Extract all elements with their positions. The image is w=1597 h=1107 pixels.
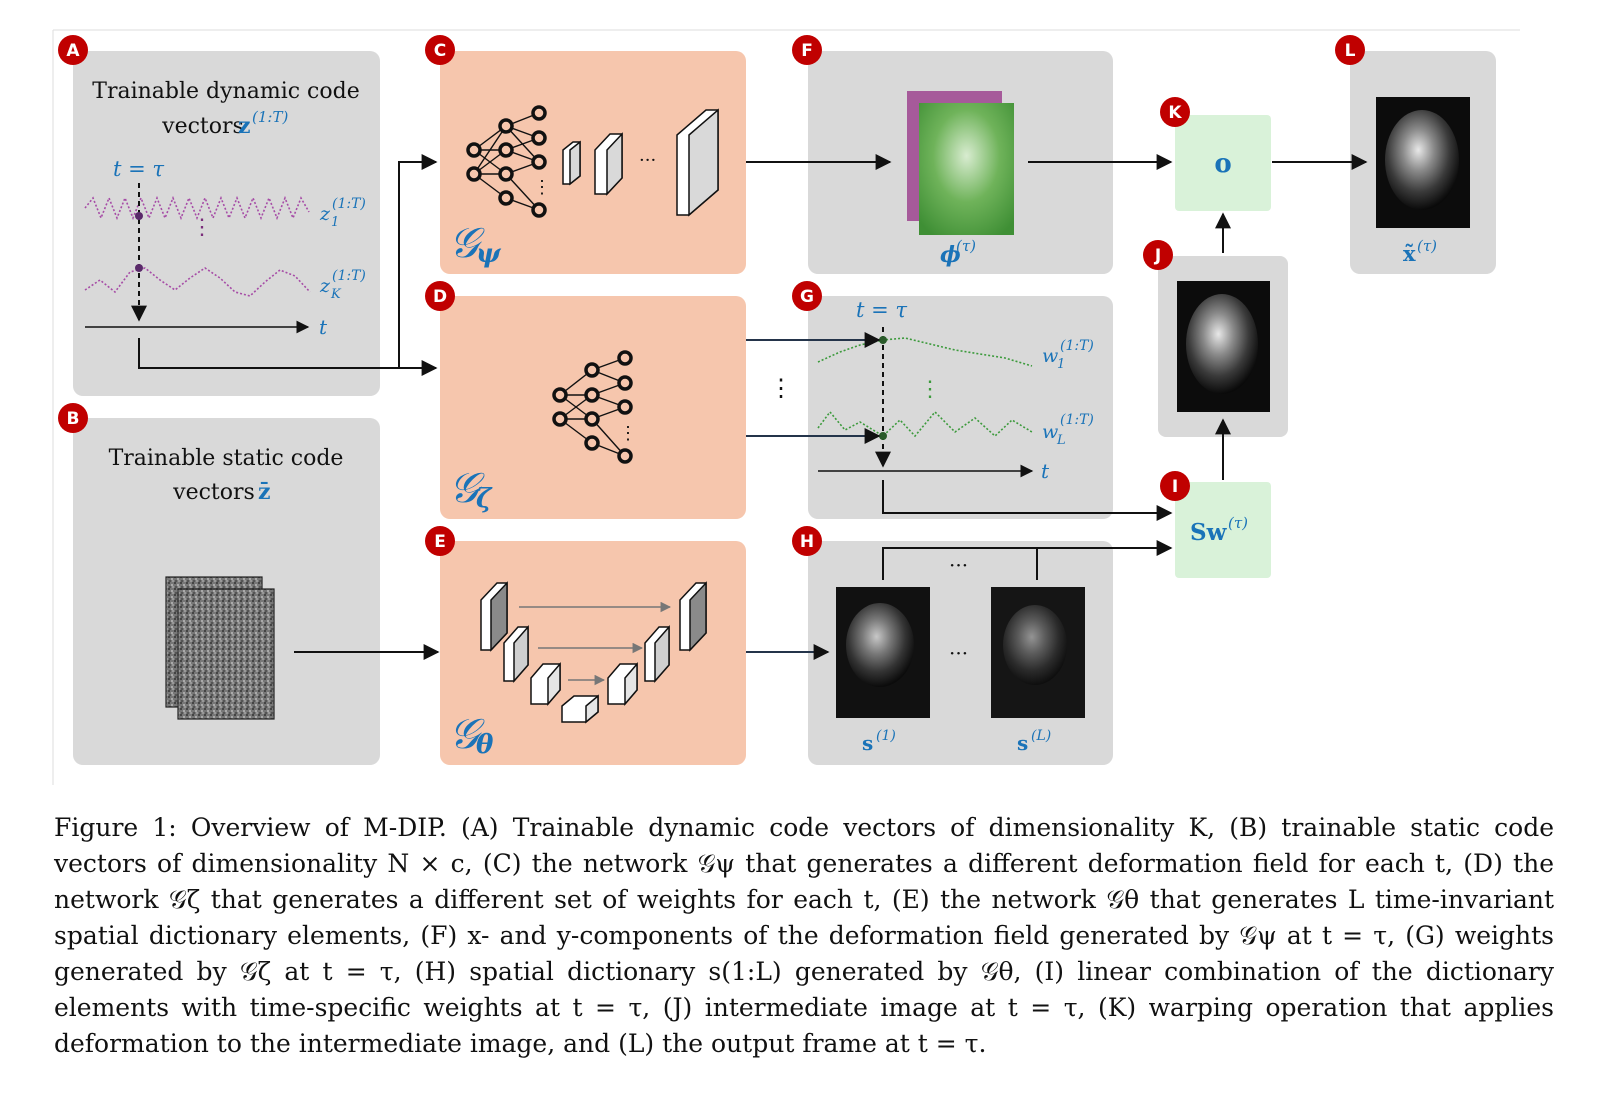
panel-h-sL: s	[1017, 731, 1028, 755]
panel-a-vec-sup: (1:T)	[252, 108, 288, 126]
panel-a-time-label: t = τ	[113, 157, 164, 181]
badge-i: I	[1160, 471, 1190, 501]
panel-c-network-psi: ⋮ ··· 𝒢 ψ	[440, 51, 746, 274]
panel-b-title-line2: vectors	[172, 480, 255, 505]
wave-wL	[817, 410, 1033, 438]
between-d-g-vdots: ⋮	[769, 374, 793, 402]
svg-text:⋮: ⋮	[533, 177, 551, 198]
badge-h: H	[792, 526, 822, 556]
static-code-image-front	[177, 588, 275, 720]
panel-j-intermediate-image	[1158, 256, 1288, 437]
badge-l: L	[1335, 35, 1365, 65]
svg-text:K: K	[1168, 103, 1182, 123]
panel-g-wL-sup: (1:T)	[1060, 412, 1094, 428]
panel-f-field: ϕ	[940, 242, 961, 268]
figure-caption: Figure 1: Overview of M-DIP. (A) Trainab…	[54, 813, 1554, 1058]
panel-h-s1-sup: (1)	[876, 728, 896, 744]
panel-c-net-sub: ψ	[476, 239, 502, 269]
panel-h-spatial-dictionary: ··· ··· s (1) s (L)	[808, 541, 1113, 765]
panel-a-zK: z	[319, 275, 331, 297]
panel-a-z1-sub: 1	[331, 215, 339, 230]
svg-text:E: E	[434, 532, 446, 552]
badge-d: D	[425, 281, 455, 311]
flow-arrows	[138, 154, 1368, 660]
badge-k: K	[1160, 97, 1190, 127]
panel-a-dynamic-codes: Trainable dynamic code vectors z (1:T) t…	[73, 51, 380, 396]
mlp-icon-c: ⋮	[466, 105, 551, 218]
svg-text:F: F	[801, 41, 813, 61]
panel-a-vdots: ⋮	[191, 215, 213, 240]
panel-i-linear-combination: Sw (τ)	[1175, 482, 1271, 578]
panel-l-out-sup: (τ)	[1417, 237, 1437, 255]
panel-g-vdots: ⋮	[919, 377, 941, 402]
panel-l-out: x̃	[1403, 241, 1416, 266]
svg-text:B: B	[67, 409, 80, 429]
wave-zK	[84, 267, 311, 297]
wave-w1	[817, 337, 1033, 367]
panel-i-sup: (τ)	[1228, 514, 1248, 532]
panel-g-w1-sub: 1	[1057, 357, 1065, 372]
svg-text:G: G	[800, 287, 814, 307]
mlp-icon-d: ⋮	[552, 350, 637, 464]
panel-g-w1-sup: (1:T)	[1060, 338, 1094, 354]
decoder-blocks-c	[562, 108, 719, 217]
panel-i-text: Sw	[1190, 519, 1228, 546]
panel-a-zK-sup: (1:T)	[332, 268, 366, 284]
badge-b: B	[58, 403, 88, 433]
badge-f: F	[792, 35, 822, 65]
svg-text:⋮: ⋮	[619, 423, 637, 444]
badge-c: C	[425, 35, 455, 65]
badge-e: E	[425, 526, 455, 556]
mdip-overview-diagram: Trainable dynamic code vectors z (1:T) t…	[52, 29, 1520, 785]
svg-text:I: I	[1172, 477, 1178, 497]
panel-b-vec: z̄	[258, 479, 271, 505]
panel-g-axis: t	[1041, 459, 1050, 483]
panel-g-wL: w	[1042, 421, 1058, 443]
panel-h-sL-sup: (L)	[1031, 728, 1051, 744]
svg-text:J: J	[1154, 246, 1161, 266]
badge-g: G	[792, 281, 822, 311]
badge-j: J	[1143, 240, 1173, 270]
panel-b-title-line1: Trainable static code	[109, 446, 344, 471]
svg-text:H: H	[800, 532, 814, 552]
svg-text:A: A	[66, 41, 80, 61]
panel-a-title-line2: vectors	[161, 114, 244, 139]
panel-l-output-frame: x̃ (τ)	[1350, 51, 1496, 274]
panel-h-ellipsis-mid: ···	[949, 641, 968, 665]
panel-a-title-line1: Trainable dynamic code	[92, 79, 359, 104]
letter-badges: A B C D E F G H I J K L	[58, 35, 1365, 556]
panel-g-weights: t = τ ⋮ w 1 (1:T) w L (1:T) t	[808, 296, 1113, 519]
deformation-y-component	[919, 103, 1014, 235]
panel-f-deformation-field: ϕ (τ)	[808, 51, 1113, 274]
panel-d-net-sub: ζ	[476, 484, 493, 514]
panel-a-z1-sup: (1:T)	[332, 196, 366, 212]
panel-g-time-label: t = τ	[856, 298, 907, 322]
panel-h-s1: s	[862, 731, 873, 755]
panel-a-z1: z	[319, 203, 331, 225]
panel-h-ellipsis-top: ···	[949, 553, 968, 577]
panel-e-network-theta: 𝒢 θ	[440, 541, 746, 765]
panel-f-field-sup: (τ)	[956, 237, 976, 255]
svg-text:L: L	[1345, 41, 1356, 61]
badge-a: A	[58, 35, 88, 65]
panel-d-network-zeta: ⋮ 𝒢 ζ	[440, 296, 746, 519]
panel-g-wL-sub: L	[1056, 433, 1066, 448]
svg-text:C: C	[434, 41, 446, 61]
unet-icon-e	[480, 581, 707, 724]
panel-a-axis: t	[319, 315, 328, 339]
panel-a-zK-sub: K	[330, 287, 342, 302]
panel-b-static-codes: Trainable static code vectors z̄	[73, 418, 380, 765]
panel-g-w1: w	[1042, 345, 1058, 367]
panel-e-net-sub: θ	[476, 730, 494, 760]
svg-text:D: D	[433, 287, 447, 307]
wave-z1	[84, 195, 310, 221]
panel-k-symbol: o	[1214, 149, 1231, 179]
panel-c-ellipsis: ···	[639, 150, 656, 171]
panel-k-warping: o	[1175, 115, 1271, 211]
panel-a-vec: z	[238, 113, 251, 139]
